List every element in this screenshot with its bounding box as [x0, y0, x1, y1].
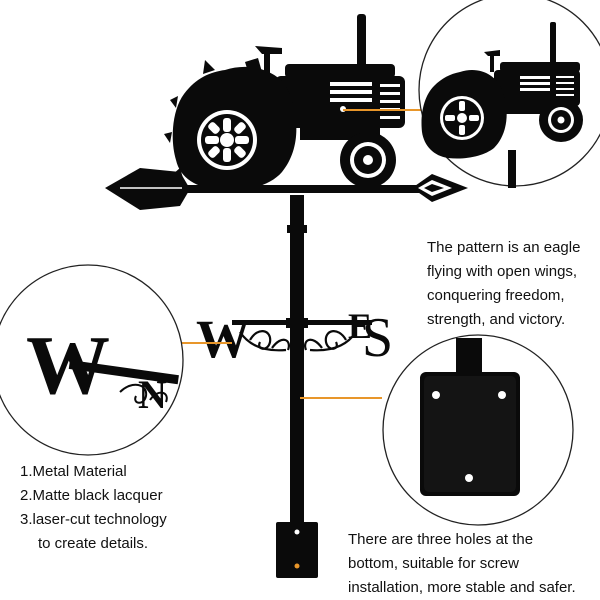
compass-letter-south: S — [362, 307, 393, 369]
zoom-letter-partial: N — [138, 372, 167, 417]
zoom-letter-west: W — [26, 319, 110, 412]
feature-item: 2.Matte black lacquer — [20, 487, 163, 504]
feature-item: 1.Metal Material — [20, 463, 127, 480]
zoom-circle-tractor — [418, 0, 600, 188]
compass-letter-west: W — [196, 309, 250, 369]
compass-letter-east: E — [348, 306, 372, 346]
pattern-line: The pattern is an eagle — [427, 239, 581, 256]
holes-line: There are three holes at the — [348, 531, 534, 548]
callout-lines — [182, 109, 425, 399]
holes-line: bottom, suitable for screw — [348, 555, 519, 572]
base-mounting-plate — [276, 522, 318, 578]
feature-list: 1.Metal Material 2.Matte black lacquer 3… — [20, 460, 167, 556]
arrow-shaft — [170, 185, 430, 193]
pattern-line: flying with open wings, — [427, 263, 578, 280]
compass-arm — [232, 320, 372, 325]
holes-description: There are three holes at the bottom, sui… — [348, 528, 576, 600]
vane-pole — [290, 195, 304, 535]
pattern-description: The pattern is an eagle flying with open… — [427, 236, 580, 332]
arrow-tail — [105, 168, 190, 210]
pattern-line: conquering freedom, — [427, 287, 565, 304]
zoom-circle-plate — [382, 334, 574, 526]
tractor-silhouette — [164, 14, 405, 191]
feature-item: to create details. — [38, 535, 149, 552]
pattern-line: strength, and victory. — [427, 311, 566, 328]
holes-line: installation, more stable and safer. — [348, 579, 576, 596]
zoom-circle-letter — [0, 264, 184, 456]
feature-item: 3.laser-cut technology — [20, 511, 167, 528]
weathervane — [105, 14, 468, 578]
